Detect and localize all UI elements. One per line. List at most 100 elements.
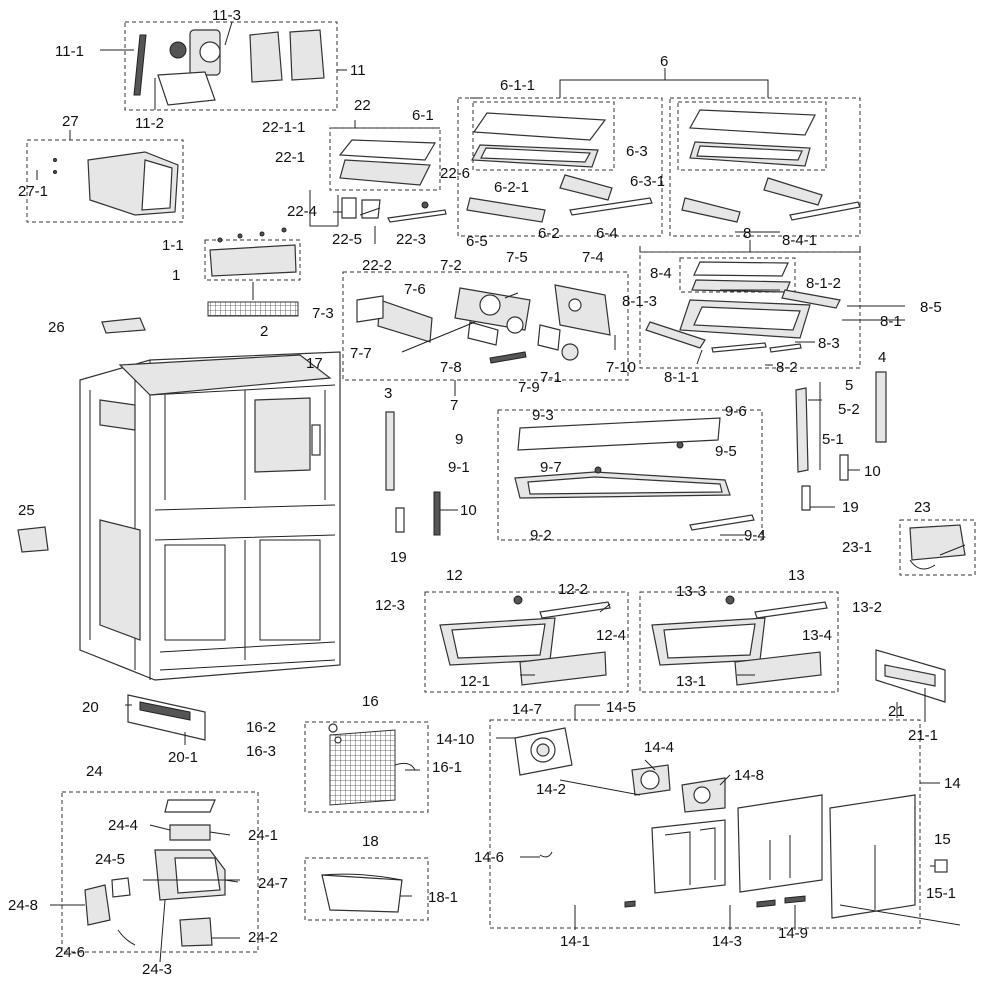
label-12-4: 12-4 [596,627,626,644]
label-24: 24 [86,763,103,780]
label-9-3: 9-3 [532,407,554,424]
label-7-10: 7-10 [606,359,636,376]
part-24-2 [179,917,213,947]
part-2 [207,301,299,317]
part-24-5 [111,877,131,898]
label-13-2: 13-2 [852,599,882,616]
part-7-6 [377,299,433,343]
label-24-1: 24-1 [248,827,278,844]
label-24-6: 24-6 [55,944,85,961]
label-5: 5 [845,377,853,394]
group-23 [899,519,976,576]
label-7-9: 7-9 [518,379,540,396]
part-15 [934,859,948,873]
part-6-3 [559,174,613,201]
label-8-3: 8-3 [818,335,840,352]
label-22: 22 [354,97,371,114]
label-14-8: 14-8 [734,767,764,784]
part-14-1 [624,900,636,908]
label-8-1: 8-1 [880,313,902,330]
label-18: 18 [362,833,379,850]
label-9-2: 9-2 [530,527,552,544]
label-9-1: 9-1 [448,459,470,476]
label-8-1-2: 8-1-2 [806,275,841,292]
part-7-1 [537,324,561,351]
label-16-2: 16-2 [246,719,276,736]
part-8-3 [711,342,767,353]
label-15-1: 15-1 [926,885,956,902]
part-22-3 [387,209,447,223]
part-14-3 [756,899,776,908]
label-7-3: 7-3 [312,305,334,322]
label-14-5: 14-5 [606,699,636,716]
part-9-3 [517,417,721,451]
label-8-2: 8-2 [776,359,798,376]
group-20 [127,694,206,741]
label-7-6: 7-6 [404,281,426,298]
label-24-8: 24-8 [8,897,38,914]
label-10-right: 10 [864,463,881,480]
label-3: 3 [384,385,392,402]
part-13-1 [734,651,822,686]
label-14-10: 14-10 [436,731,474,748]
part-8-1-1 [645,321,706,349]
label-16-3: 16-3 [246,743,276,760]
main-cabinet [79,351,341,681]
label-8-5: 8-5 [920,299,942,316]
label-9-6: 9-6 [725,403,747,420]
leader-lines [50,97,966,963]
label-9-5: 9-5 [715,443,737,460]
group-6 [457,68,861,237]
label-7-8: 7-8 [440,359,462,376]
label-22-6: 22-6 [440,165,470,182]
label-11-1: 11-1 [55,43,84,60]
group-25 [17,526,49,553]
label-5-1: 5-1 [822,431,844,448]
label-22-1-1: 22-1-1 [262,119,305,136]
label-8-1-3: 8-1-3 [622,293,657,310]
label-6-2-1: 6-2-1 [494,179,529,196]
label-7-1: 7-1 [540,369,562,386]
part-3 [385,411,395,491]
part-25 [17,526,49,553]
label-8: 8 [743,225,751,242]
part-10-left [433,491,441,536]
part-22-5 [341,197,357,219]
label-22-2: 22-2 [362,257,392,274]
part-24-8 [84,884,111,926]
part-6-1-1 [472,112,607,141]
label-21: 21 [888,703,905,720]
label-4: 4 [878,349,886,366]
part-19-left [395,507,405,533]
label-13-4: 13-4 [802,627,832,644]
label-14-3: 14-3 [712,933,742,950]
label-7-4: 7-4 [582,249,604,266]
label-12-3: 12-3 [375,597,405,614]
part-9-4 [689,514,755,531]
part-22-1 [339,159,431,186]
label-11-2: 11-2 [135,115,164,132]
label-8-4-1: 8-4-1 [782,232,817,249]
group-1 [101,227,301,334]
label-9-4: 9-4 [744,527,766,544]
part-12-1 [519,651,607,686]
label-24-5: 24-5 [95,851,125,868]
part-26 [101,317,146,334]
label-13: 13 [788,567,805,584]
group-3 [385,411,441,536]
label-13-1: 13-1 [676,673,706,690]
label-7-2: 7-2 [440,257,462,274]
part-8-4 [693,261,789,277]
group-13 [639,591,839,693]
label-14-7: 14-7 [512,701,542,718]
label-24-3: 24-3 [142,961,172,978]
label-9: 9 [455,431,463,448]
label-20: 20 [82,699,99,716]
group-5 [795,371,887,511]
label-6-1-1: 6-1-1 [500,77,535,94]
label-26: 26 [48,319,65,336]
label-20-1: 20-1 [168,749,198,766]
label-11-3: 11-3 [212,7,241,24]
part-23-1 [909,524,966,561]
